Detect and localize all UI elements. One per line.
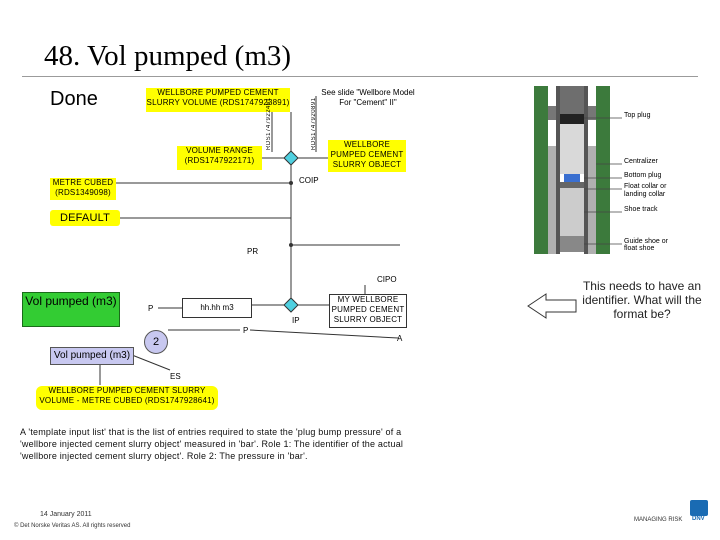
cipo-label: CIPO xyxy=(377,275,397,284)
label-guide-shoe: Guide shoe or float shoe xyxy=(624,238,668,252)
value-box[interactable]: hh.hh m3 xyxy=(182,298,252,318)
wellbore-pumped-metre-cubed-box[interactable]: WELLBORE PUMPED CEMENT SLURRY VOLUME - M… xyxy=(36,386,218,410)
description-text: A 'template input list' that is the list… xyxy=(20,427,404,461)
vol-pumped-lavender-box[interactable]: Vol pumped (m3) xyxy=(50,347,134,365)
well-schematic-drawing xyxy=(418,86,682,254)
label-shoe-track: Shoe track xyxy=(624,206,658,213)
status-label: Done xyxy=(50,88,98,110)
p-label-left: P xyxy=(148,304,154,313)
label-top-plug: Top plug xyxy=(624,112,651,119)
identifier-note: This needs to have an identifier. What w… xyxy=(582,279,702,321)
label-centralizer: Centralizer xyxy=(624,158,658,165)
my-wellbore-object-box[interactable]: MY WELLBORE PUMPED CEMENT SLURRY OBJECT xyxy=(329,294,407,328)
es-label: ES xyxy=(170,372,181,381)
label-bottom-plug: Bottom plug xyxy=(624,172,662,179)
pr-label: PR xyxy=(247,247,259,256)
title-divider xyxy=(22,76,698,77)
well-schematic: Top plug Centralizer Bottom plug Float c… xyxy=(418,86,682,254)
vol-pumped-green-box[interactable]: Vol pumped (m3) xyxy=(22,292,120,327)
dnv-logo-icon xyxy=(690,500,708,516)
p-label-mid: P xyxy=(243,326,249,335)
dnv-logo-text: DNV xyxy=(692,516,705,522)
volume-range-box[interactable]: VOLUME RANGE (RDS1747922171) xyxy=(177,146,262,170)
footer-date: 14 January 2011 xyxy=(40,511,92,518)
managing-risk-label: MANAGING RISK xyxy=(634,517,683,523)
role-2-circle[interactable]: 2 xyxy=(144,330,168,354)
ip-label: IP xyxy=(292,316,300,325)
wellbore-cement-slurry-volume-box[interactable]: WELLBORE PUMPED CEMENT SLURRY VOLUME (RD… xyxy=(146,88,290,112)
default-box[interactable]: DEFAULT xyxy=(50,210,120,226)
label-float-collar: Float collar or landing collar xyxy=(624,183,667,198)
a-label: A xyxy=(397,334,403,343)
page-title: 48. Vol pumped (m3) xyxy=(44,40,292,72)
coip-label: COIP xyxy=(299,176,319,185)
footer-copyright: © Det Norske Veritas AS. All rights rese… xyxy=(14,523,131,529)
wellbore-pumped-slurry-object-box[interactable]: WELLBORE PUMPED CEMENT SLURRY OBJECT xyxy=(328,140,406,172)
see-slide-note: See slide "Wellbore Model For "Cement" I… xyxy=(321,88,415,107)
metre-cubed-box[interactable]: METRE CUBED (RDS1349098) xyxy=(50,178,116,200)
